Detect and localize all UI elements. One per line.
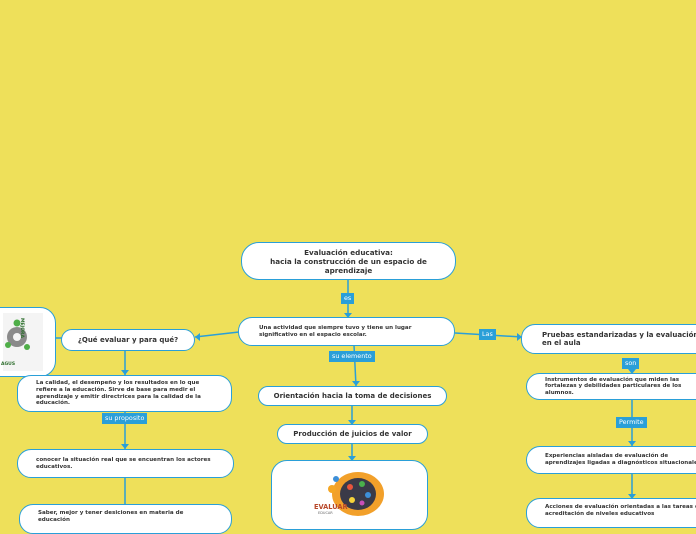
quality-node-text: La calidad, el desempeño y los resultado… — [36, 380, 201, 407]
know-situation-node[interactable]: conocer la situación real que se encuent… — [17, 449, 234, 478]
standardized-node[interactable]: Pruebas estandarizadas y la evaluación e… — [521, 324, 696, 354]
know-better-node[interactable]: Saber, mejor y tener desiciones en mater… — [19, 504, 232, 534]
label-permite: Permite — [616, 417, 647, 428]
definition-node[interactable]: Una actividad que siempre tuvo y tiene u… — [238, 317, 455, 346]
know-better-node-text: Saber, mejor y tener desiciones en mater… — [38, 510, 184, 523]
root-node[interactable]: Evaluación educativa: hacia la construcc… — [241, 242, 456, 280]
standardized-node-text: Pruebas estandarizadas y la evaluación e… — [542, 330, 696, 348]
gear-people-image — [3, 313, 43, 371]
brain-logo-text: EVALUAR — [314, 503, 348, 511]
experiences-node[interactable]: Experiencias aisladas de evaluación de a… — [526, 446, 696, 474]
brain-logo-sub: EDUCAR — [318, 511, 333, 515]
instruments-node-text: Instrumentos de evaluación que miden las… — [545, 376, 682, 396]
label-las: Las — [479, 329, 496, 340]
instruments-node[interactable]: Instrumentos de evaluación que miden las… — [526, 373, 696, 400]
actions-node[interactable]: Acciones de evaluación orientadas a las … — [526, 498, 696, 528]
production-node-text: Producción de juicios de valor — [293, 429, 412, 438]
orientation-node[interactable]: Orientación hacia la toma de decisiones — [258, 386, 447, 406]
label-son: son — [622, 358, 640, 369]
question-node-text: ¿Qué evaluar y para qué? — [77, 335, 179, 344]
image-node[interactable]: EVALUAR EDUCAR — [271, 460, 428, 530]
root-node-text: Evaluación educativa: hacia la construcc… — [270, 247, 427, 275]
definition-node-text: Una actividad que siempre tuvo y tiene u… — [259, 324, 412, 338]
experiences-node-text: Experiencias aisladas de evaluación de a… — [545, 453, 696, 466]
label-es: es — [341, 293, 355, 304]
orientation-node-text: Orientación hacia la toma de decisiones — [273, 391, 432, 400]
production-node[interactable]: Producción de juicios de valor — [277, 424, 428, 444]
label-su-elemento: su elemento — [329, 351, 375, 362]
label-su-proposito: su proposito — [102, 413, 148, 424]
question-node[interactable]: ¿Qué evaluar y para qué? — [61, 329, 195, 351]
left-thumb-sub: AGUS — [1, 362, 16, 367]
left-thumb-text: MEJORA — [19, 318, 24, 338]
quality-node[interactable]: La calidad, el desempeño y los resultado… — [17, 375, 232, 412]
brain-image — [311, 467, 388, 521]
know-situation-node-text: conocer la situación real que se encuent… — [36, 456, 211, 470]
left-image-node[interactable]: MEJORA AGUS — [0, 307, 56, 377]
actions-node-text: Acciones de evaluación orientadas a las … — [545, 504, 696, 517]
